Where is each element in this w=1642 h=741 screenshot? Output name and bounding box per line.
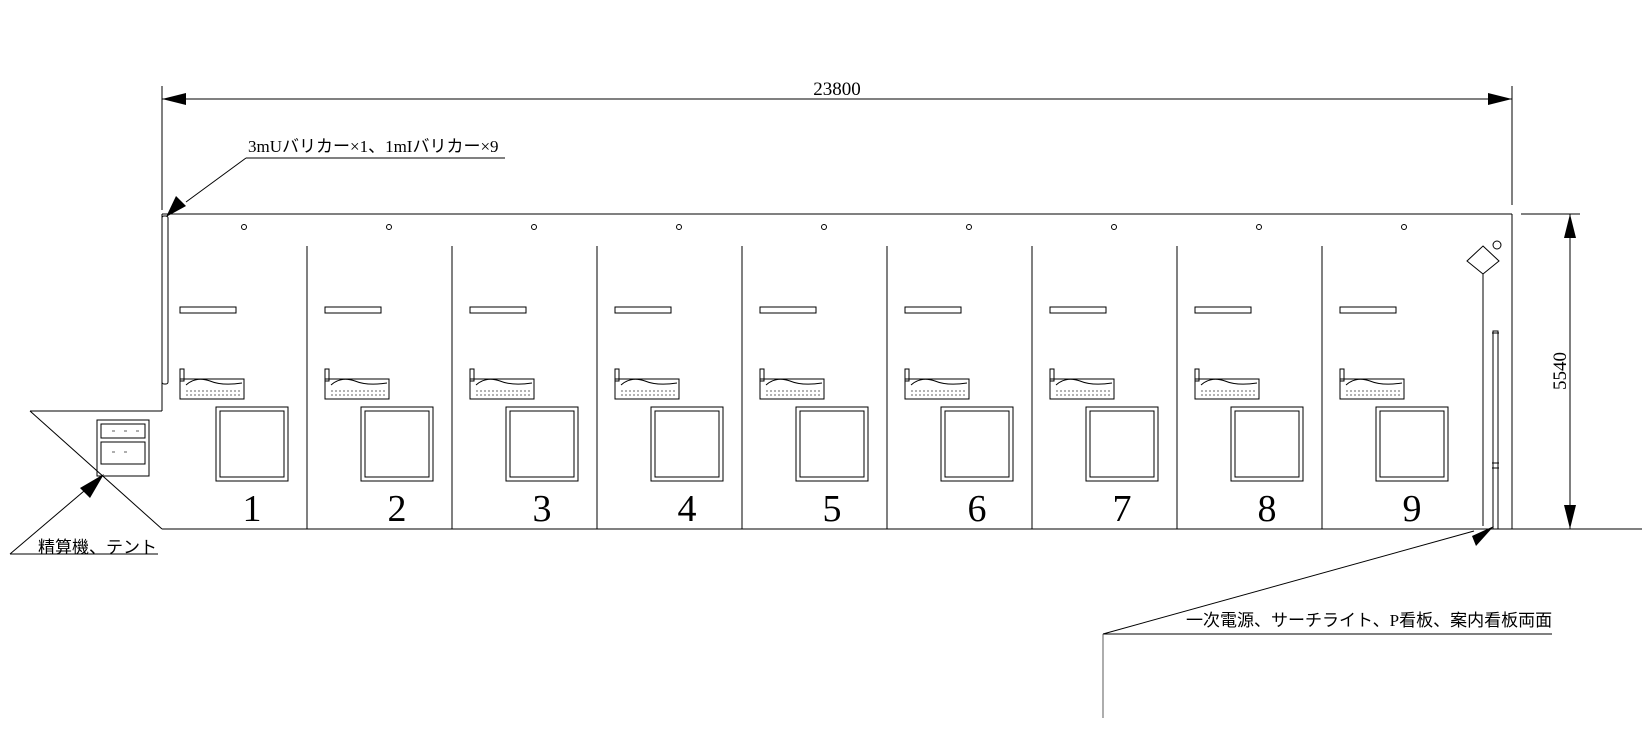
stall-number: 9 xyxy=(1403,488,1422,530)
sign-pole xyxy=(1492,330,1499,530)
power-note-text: 一次電源、サーチライト、P看板、案内看板両面 xyxy=(1186,611,1552,630)
i-barricade xyxy=(1339,306,1397,314)
sensor-box xyxy=(1375,406,1449,482)
bollard-marker xyxy=(1111,224,1117,230)
stall-number: 4 xyxy=(678,488,697,530)
bollard-marker xyxy=(1401,224,1407,230)
parking-stall: 9 xyxy=(1321,224,1449,530)
width-dimension-label: 23800 xyxy=(813,79,861,100)
lock-plate xyxy=(1339,368,1405,400)
bollard-marker xyxy=(241,224,247,230)
i-barricade xyxy=(324,306,382,314)
sensor-box xyxy=(360,406,434,482)
sensor-box xyxy=(1085,406,1159,482)
payment-machine xyxy=(96,419,150,477)
stall-number: 6 xyxy=(968,488,987,530)
stall-number: 7 xyxy=(1113,488,1132,530)
bollard-marker xyxy=(966,224,972,230)
bollard-marker xyxy=(676,224,682,230)
height-dimension: 5540 xyxy=(1521,213,1580,529)
lock-plate xyxy=(1049,368,1115,400)
lock-plate xyxy=(614,368,680,400)
power-leader-arrow xyxy=(1472,526,1494,546)
parking-stall: 6 xyxy=(886,224,1014,530)
lock-plate xyxy=(759,368,825,400)
searchlight-icon xyxy=(1466,245,1500,275)
sensor-box xyxy=(650,406,724,482)
stall-group: 1 2 3 4 5 6 7 8 9 xyxy=(179,224,1449,530)
sensor-box xyxy=(505,406,579,482)
bollard-marker xyxy=(531,224,537,230)
stall-number: 1 xyxy=(243,488,262,530)
height-dimension-label: 5540 xyxy=(1550,352,1571,390)
stall-number: 8 xyxy=(1258,488,1277,530)
payment-leader-arrow xyxy=(80,474,104,498)
stall-number: 3 xyxy=(533,488,552,530)
bollard-marker xyxy=(386,224,392,230)
payment-area: 精算機、テント xyxy=(9,410,163,557)
parking-stall: 3 xyxy=(451,224,579,530)
parking-stall: 7 xyxy=(1031,224,1159,530)
power-pole xyxy=(1466,240,1502,530)
i-barricade xyxy=(469,306,527,314)
barricade-note: 3mUバリカー×1、1mIバリカー×9 xyxy=(166,137,505,217)
stall-number: 2 xyxy=(388,488,407,530)
power-note: 一次電源、サーチライト、P看板、案内看板両面 xyxy=(1102,526,1552,718)
parking-stall: 4 xyxy=(596,224,724,530)
i-barricade xyxy=(614,306,672,314)
sensor-box xyxy=(1230,406,1304,482)
lock-plate xyxy=(904,368,970,400)
i-barricade xyxy=(1049,306,1107,314)
width-dimension: 23800 xyxy=(161,79,1513,210)
sensor-box xyxy=(795,406,869,482)
bollard-marker xyxy=(1256,224,1262,230)
lock-plate xyxy=(469,368,535,400)
sensor-box xyxy=(940,406,1014,482)
lock-plate xyxy=(324,368,390,400)
i-barricade xyxy=(1194,306,1252,314)
i-barricade xyxy=(904,306,962,314)
parking-stall: 5 xyxy=(741,224,869,530)
bollard-marker xyxy=(821,224,827,230)
parking-stall: 2 xyxy=(306,224,434,530)
barricade-note-text: 3mUバリカー×1、1mIバリカー×9 xyxy=(248,137,499,156)
parking-stall: 1 xyxy=(179,224,289,530)
parking-stall: 8 xyxy=(1176,224,1304,530)
i-barricade xyxy=(179,306,237,314)
lock-plate xyxy=(1194,368,1260,400)
stall-number: 5 xyxy=(823,488,842,530)
payment-note-text: 精算機、テント xyxy=(38,538,157,557)
u-barricade xyxy=(161,215,169,385)
sensor-box xyxy=(215,406,289,482)
lot-outline xyxy=(161,213,1642,530)
lock-plate xyxy=(179,368,245,400)
i-barricade xyxy=(759,306,817,314)
